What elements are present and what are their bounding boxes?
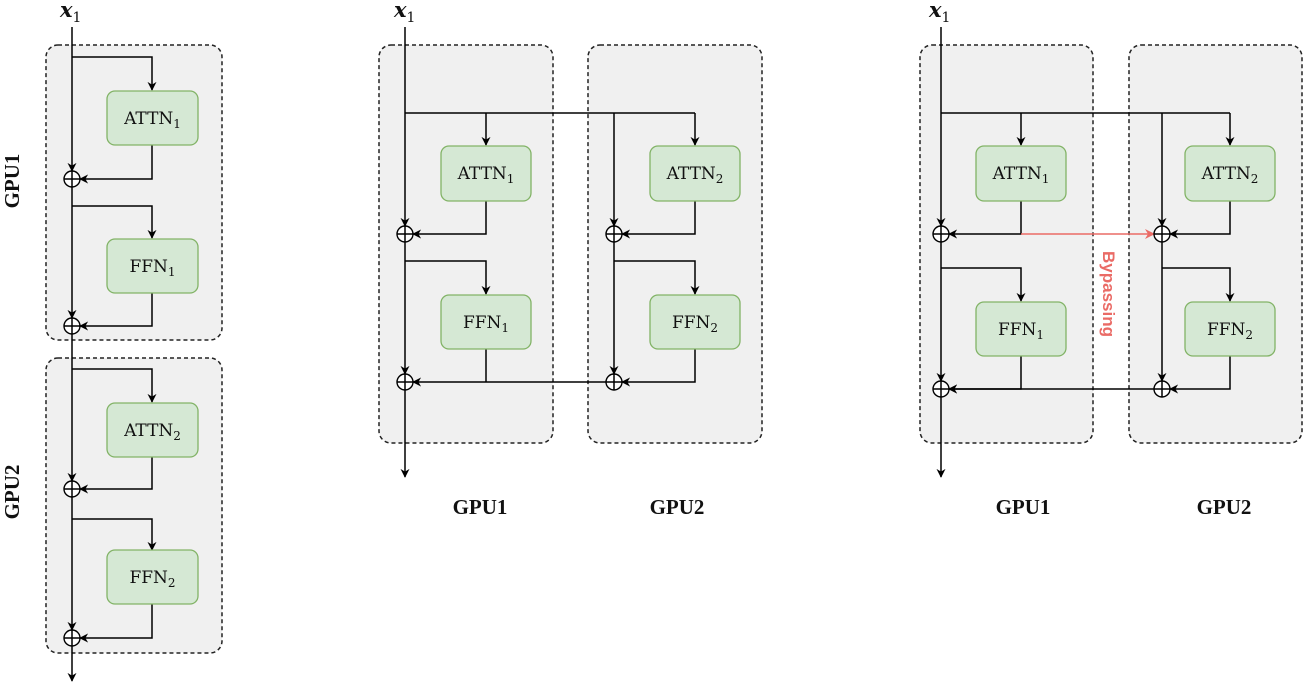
svg-text:ATTN2: ATTN2 <box>1201 164 1259 186</box>
input-label: x1 <box>393 0 415 26</box>
ffn2-block: FFN2 <box>649 294 741 350</box>
sum-node <box>932 225 950 243</box>
sum-node <box>63 629 81 647</box>
gpu1-label: GPU1 <box>996 495 1051 519</box>
svg-text:ATTN1: ATTN1 <box>992 164 1050 186</box>
branch-to-ffn1 <box>941 267 1026 302</box>
branch-to-ffn2 <box>72 518 157 551</box>
sum-node <box>1153 225 1171 243</box>
svg-text:ATTN1: ATTN1 <box>123 109 181 131</box>
panel-sequential: x1 ATTN1 FFN1 ATTN2 <box>0 0 223 682</box>
attn1-to-sum <box>79 145 153 184</box>
gpu2-label: GPU2 <box>1197 495 1252 519</box>
sum-node <box>396 373 414 391</box>
svg-text:FFN2: FFN2 <box>129 568 175 590</box>
ffn1-to-sum <box>79 293 153 331</box>
input-label: x1 <box>928 0 950 26</box>
svg-text:ATTN2: ATTN2 <box>123 421 181 443</box>
input-label: x1 <box>59 0 81 26</box>
attn2-to-sum <box>79 457 153 494</box>
sum-node <box>1153 380 1171 398</box>
panel-parallel: x1 ATTN1 ATTN2 FFN1 <box>378 0 763 519</box>
gpu1-label: GPU1 <box>0 154 24 209</box>
sum-node <box>396 225 414 243</box>
sum-node <box>932 380 950 398</box>
svg-text:FFN1: FFN1 <box>463 313 509 335</box>
branch-to-ffn2 <box>614 260 700 295</box>
attn2-to-sum <box>1169 201 1231 239</box>
ffn2-to-sum <box>1169 356 1231 394</box>
attn1-block: ATTN1 <box>975 145 1067 202</box>
ffn1-block: FFN1 <box>975 301 1067 357</box>
ffn2-to-sum <box>621 349 696 387</box>
ffn2-to-sum <box>79 604 153 643</box>
branch-to-attn2 <box>72 368 157 403</box>
bypass-label: Bypassing <box>1099 251 1118 337</box>
svg-text:FFN2: FFN2 <box>672 313 718 335</box>
sum-node <box>63 480 81 498</box>
svg-text:ATTN1: ATTN1 <box>457 164 515 186</box>
attn2-to-sum <box>621 201 696 239</box>
ffn1-block: FFN1 <box>106 238 199 294</box>
ffn1-block: FFN1 <box>440 294 532 350</box>
branch-to-ffn1 <box>72 205 157 239</box>
attn2-block: ATTN2 <box>1184 145 1276 202</box>
gpu1-label: GPU1 <box>453 495 508 519</box>
svg-text:ATTN2: ATTN2 <box>666 164 724 186</box>
svg-text:FFN1: FFN1 <box>129 257 175 279</box>
ffn2-block: FFN2 <box>1184 301 1276 357</box>
attn1-to-sum <box>412 201 487 239</box>
sum-node <box>63 170 81 188</box>
sum-node <box>605 225 623 243</box>
ffn2-block: FFN2 <box>106 549 199 605</box>
gpu2-label: GPU2 <box>650 495 705 519</box>
panel-bypassing: x1 ATTN1 ATTN2 <box>919 0 1303 519</box>
attn2-block: ATTN2 <box>106 402 199 458</box>
branch-to-ffn1 <box>405 260 491 295</box>
attn1-block: ATTN1 <box>440 145 532 202</box>
attn1-block: ATTN1 <box>106 90 199 146</box>
svg-text:FFN2: FFN2 <box>1207 320 1253 342</box>
attn2-block: ATTN2 <box>649 145 741 202</box>
svg-text:FFN1: FFN1 <box>998 320 1044 342</box>
branch-to-attn1 <box>72 56 157 91</box>
branch-to-ffn2 <box>1162 267 1235 302</box>
sum-node <box>605 373 623 391</box>
gpu2-label: GPU2 <box>0 465 24 520</box>
gpu2-box <box>1128 44 1303 444</box>
sum-node <box>63 317 81 335</box>
